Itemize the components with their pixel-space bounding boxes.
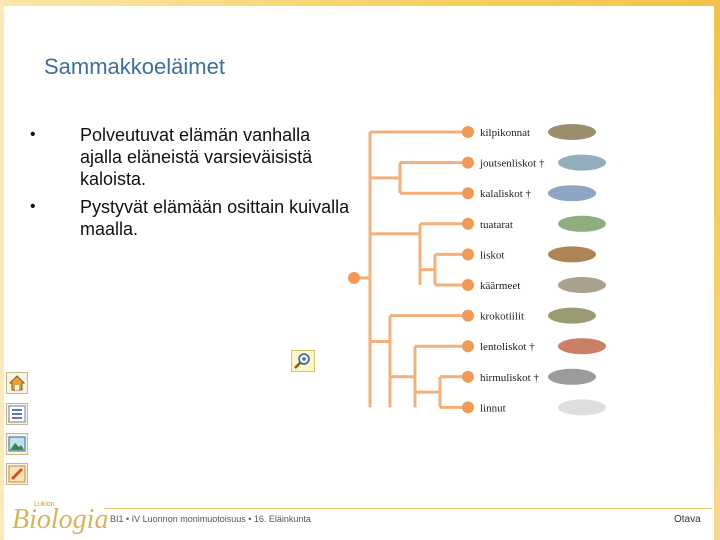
slide-title: Sammakkoeläimet (44, 54, 225, 79)
taxon-label: joutsenliskot † (479, 158, 545, 170)
footer-caption: BI1 • IV Luonnon monimuotoisuus • 16. El… (110, 514, 311, 524)
taxon-label: käärmeet (480, 280, 520, 292)
bullet-item: • Polveutuvat elämän vanhalla ajalla elä… (30, 124, 350, 190)
leaf-node (462, 156, 474, 169)
lizard-icon (548, 246, 596, 263)
crocodile-icon (548, 307, 596, 324)
taxon-label: liskot (480, 249, 504, 261)
leaf-node (462, 340, 474, 353)
tuatara-icon (558, 215, 606, 232)
home-icon (8, 375, 26, 391)
turtle-icon (548, 124, 596, 140)
image-button[interactable] (6, 433, 28, 455)
publisher-name: Otava (674, 514, 701, 525)
bullet-dot: • (30, 198, 36, 215)
tree-leaves: kilpikonnat joutsenliskot † kalaliskot † tu… (462, 124, 606, 416)
image-icon (8, 436, 26, 452)
ichthyosaur-icon (548, 185, 596, 202)
list-button[interactable] (6, 403, 28, 425)
taxon-label: krokotiilit (480, 311, 524, 323)
list-icon (8, 405, 26, 423)
magnifier-icon (294, 353, 310, 369)
taxon-label: hirmuliskot † (480, 372, 539, 384)
tree-branches (348, 130, 468, 409)
root-node (348, 272, 360, 284)
plesiosaur-icon (558, 154, 606, 171)
footer-divider (104, 508, 712, 509)
leaf-node (462, 248, 474, 261)
logo-text: Biologia (12, 504, 108, 535)
taxon-label: linnut (480, 402, 506, 414)
bullet-text: Pystyvät elämään osittain kuivalla maall… (80, 197, 350, 239)
leaf-node (462, 370, 474, 383)
logo-subtext: Lukion (34, 501, 55, 508)
bullet-dot: • (30, 126, 36, 143)
dinosaur-icon (548, 368, 596, 385)
bullet-item: • Pystyvät elämään osittain kuivalla maa… (30, 196, 350, 240)
edit-button[interactable] (6, 463, 28, 485)
taxon-label: tuatarat (480, 219, 513, 231)
pencil-icon (8, 465, 26, 483)
bullet-text: Polveutuvat elämän vanhalla ajalla eläne… (80, 125, 313, 189)
leaf-node (462, 217, 474, 230)
pterosaur-icon (558, 338, 606, 355)
leaf-node (462, 187, 474, 200)
zoom-button[interactable] (291, 350, 315, 372)
snake-icon (558, 277, 606, 293)
taxon-label: kalaliskot † (480, 188, 532, 200)
bullet-list: • Polveutuvat elämän vanhalla ajalla elä… (30, 124, 350, 246)
leaf-node (462, 309, 474, 322)
leaf-node (462, 401, 474, 414)
leaf-node (462, 126, 474, 138)
phylogeny-tree: kilpikonnat joutsenliskot † kalaliskot † tu… (348, 124, 606, 416)
home-button[interactable] (6, 372, 28, 394)
leaf-node (462, 279, 474, 291)
biologia-logo: Lukion Biologia (12, 501, 108, 535)
taxon-label: kilpikonnat (480, 127, 530, 139)
bird-icon (558, 399, 606, 416)
right-frame (714, 0, 720, 540)
left-frame (0, 0, 4, 540)
top-frame (0, 0, 720, 6)
taxon-label: lentoliskot † (480, 341, 535, 353)
